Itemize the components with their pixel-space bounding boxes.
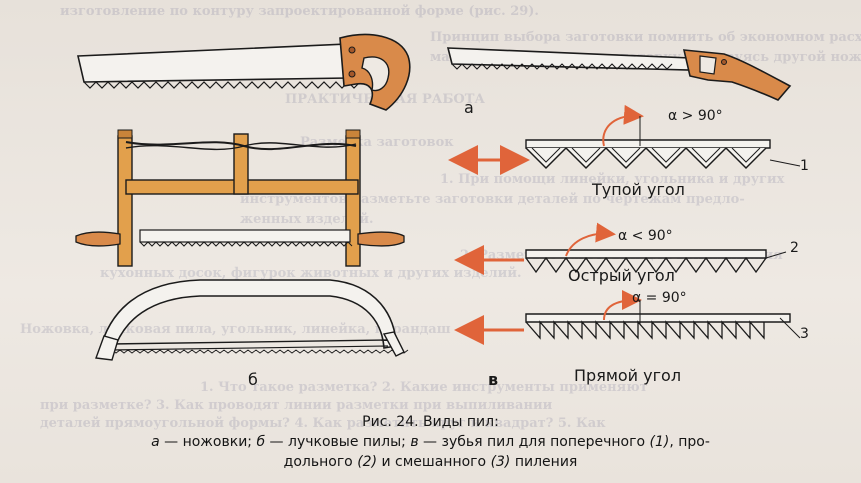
caption-n1: (1) — [649, 434, 670, 450]
bleed-text-line: Принцип выбора заготовки помнить об экон… — [430, 30, 861, 45]
caption-b-text: — лучковые пилы; — [265, 434, 411, 450]
right-angle-caption: Прямой угол — [574, 366, 682, 385]
caption-line2-end: пиления — [510, 454, 578, 470]
caption-line2-mid: и смешанного — [377, 454, 491, 470]
bleed-text-line: изготовление по контуру запроектированно… — [60, 4, 539, 19]
caption-v: в — [410, 434, 419, 450]
caption-line2-start: дольного — [283, 454, 358, 470]
bow-saw — [75, 129, 405, 267]
bleed-text-line: деталей прямоугольной формы? 4. Как разм… — [40, 416, 606, 431]
label-b: б — [248, 370, 258, 389]
caption-n2: (2) — [357, 454, 378, 470]
angle-right-label: α = 90° — [632, 290, 687, 306]
label-v: в — [488, 370, 499, 389]
bleed-text-line: женных изделий. — [240, 212, 374, 227]
bleed-text-line: инструментов разметьте заготовки деталей… — [240, 192, 745, 207]
tooth-1-number: 1 — [800, 158, 809, 174]
bleed-text-line: 1. При помощи линейки, угольника и други… — [440, 172, 785, 187]
tooth-diagram-acute — [454, 222, 787, 275]
angle-acute-label: α < 90° — [618, 228, 673, 244]
tooth-3-number: 3 — [800, 326, 809, 342]
caption-a: а — [151, 434, 160, 450]
obtuse-angle-caption: Тупой угол — [592, 180, 685, 199]
caption-a-text: — ножовки; — [159, 434, 257, 450]
handsaw-2 — [446, 47, 792, 101]
bow-saw-2 — [95, 279, 409, 361]
handsaw-1 — [77, 33, 411, 111]
tooth-diagram-right — [454, 290, 801, 345]
figure-caption-line-2: дольного (2) и смешанного (3) пиления — [0, 454, 861, 470]
label-a: а — [464, 98, 474, 117]
tooth-diagram-obtuse — [448, 104, 801, 175]
tooth-2-number: 2 — [790, 240, 799, 256]
figure-caption-title: Рис. 24. Виды пил: — [362, 414, 499, 430]
caption-n3: (3) — [490, 454, 511, 470]
caption-v-text: — зубья пил для поперечного — [418, 434, 650, 450]
acute-angle-caption: Острый угол — [568, 266, 675, 285]
caption-b: б — [256, 434, 266, 450]
bleed-text-line: при разметке? 3. Как проводят линии разм… — [40, 398, 553, 413]
caption-line1-end: , про- — [669, 434, 710, 450]
figure-caption-line-1: а — ножовки; б — лучковые пилы; в — зубь… — [0, 434, 861, 450]
angle-obtuse-label: α > 90° — [668, 108, 723, 124]
bleed-text-line: 1. Что такое разметка? 2. Какие инструме… — [200, 380, 648, 395]
bleed-text-line: кухонных досок, фигурок животных и други… — [100, 266, 522, 281]
